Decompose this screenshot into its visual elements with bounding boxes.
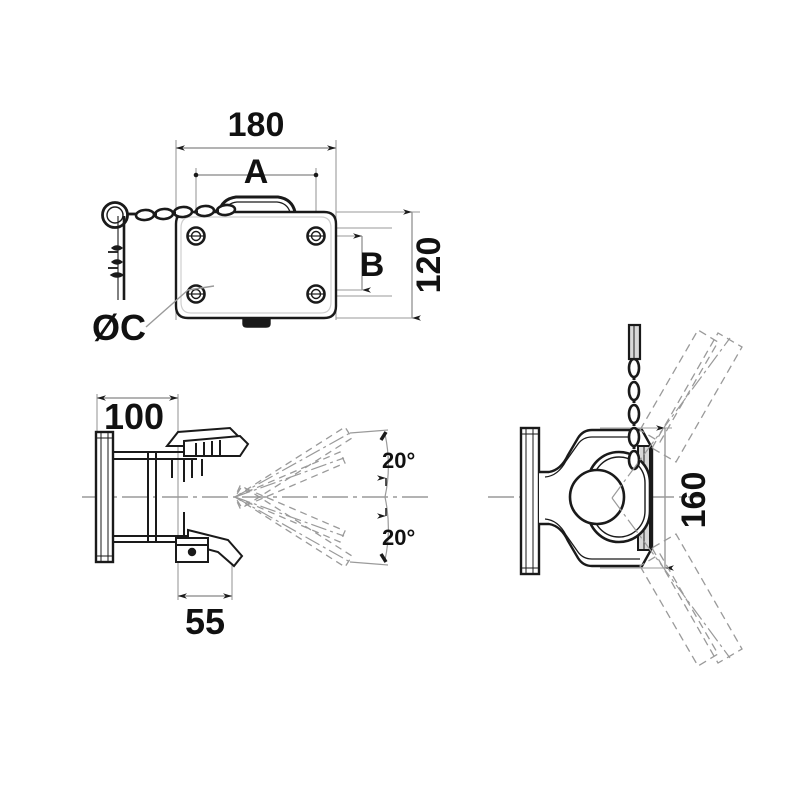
angle-arrowheads: [377, 431, 388, 563]
dimension-label-120: 120: [410, 237, 448, 294]
dimension-A: A: [193, 153, 319, 191]
chain-end-ring: [101, 201, 136, 229]
side-view-group: 100 55: [82, 394, 430, 642]
safety-chain-right-view: [627, 323, 642, 471]
latch-arm-lower: [175, 528, 244, 568]
swivel-position-ghosts: [639, 329, 743, 667]
bolt-hole-top-left: [186, 226, 206, 246]
mounting-flange-right: [519, 426, 541, 576]
swivel-ghost-axis-lines: [611, 337, 731, 659]
dimension-label-55: 55: [185, 601, 225, 642]
dimension-label-20-upper: 20°: [382, 448, 415, 473]
swivel-axis-lines: [234, 432, 351, 563]
hole-diameter-leader-line: ØC: [92, 285, 215, 348]
latch-arm-upper: [164, 426, 250, 457]
bolt-hole-bottom-right: [306, 284, 326, 304]
right-view-group: 160: [488, 323, 743, 667]
hook-ball: [568, 468, 626, 526]
base-plate-outline: [174, 210, 338, 320]
mounting-flange-side: [94, 430, 115, 564]
dimension-label-diameter-C: ØC: [92, 307, 146, 348]
linch-pin: [108, 216, 126, 300]
dimension-180: 180: [176, 106, 336, 151]
dimension-label-20-lower: 20°: [382, 525, 415, 550]
dimension-label-180: 180: [228, 106, 285, 144]
dimension-55: 55: [177, 548, 233, 642]
bottom-tab: [242, 317, 271, 328]
safety-chain-top-view: [134, 203, 237, 222]
top-view-group: 180 A B 120: [92, 106, 448, 348]
dimension-120: 120: [403, 209, 448, 321]
swivel-range-indicator: [234, 426, 353, 568]
dimension-label-B: B: [360, 246, 385, 284]
bolt-hole-top-right: [306, 226, 326, 246]
dimension-100: 100: [96, 394, 179, 560]
angle-dimension-lines: [349, 429, 389, 566]
dimension-B: B: [353, 233, 385, 293]
dimension-label-100: 100: [104, 396, 164, 437]
dimension-label-A: A: [244, 153, 269, 191]
dimension-label-160: 160: [675, 472, 713, 529]
dimension-160: 160: [600, 425, 713, 571]
